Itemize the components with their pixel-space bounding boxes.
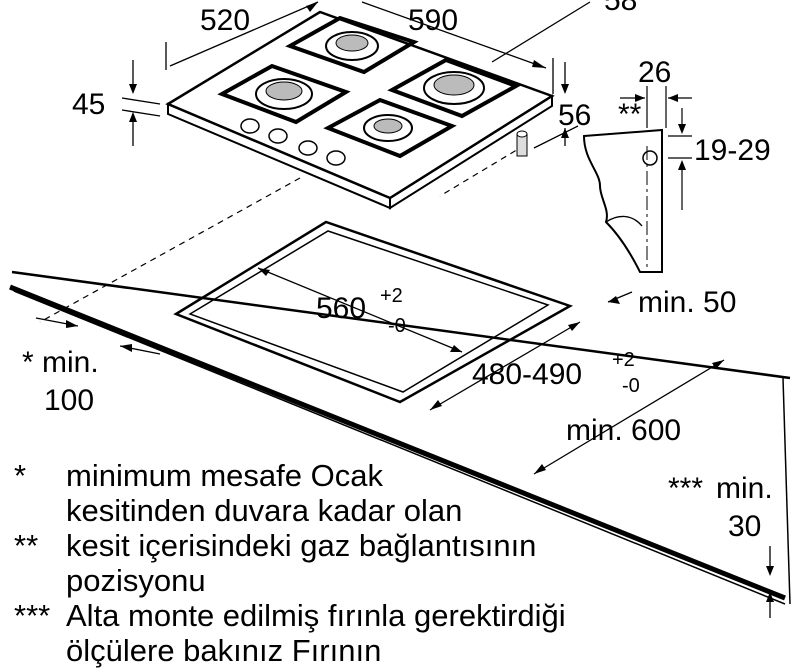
dim-width-520: 520 — [200, 4, 250, 37]
dim-cutout-depth-tol-minus: -0 — [622, 375, 640, 397]
dim-gas-mark: ** — [618, 98, 642, 131]
countertop — [9, 270, 791, 605]
dim-cutout-width-tol-minus: -0 — [388, 315, 406, 337]
dim-cutout-depth-tol-plus: +2 — [612, 349, 635, 371]
dim-height-45: 45 — [72, 88, 105, 121]
burner-rear-right — [423, 71, 485, 105]
footnote-mark: *** — [14, 598, 51, 633]
dimension-lines — [35, 1, 771, 618]
dim-oven-min-value: 30 — [728, 510, 761, 543]
dim-wall-min-mark: * — [22, 346, 34, 379]
footnote-line: kesitinden duvara kadar olan — [66, 493, 463, 528]
footnote-mark: * — [14, 458, 27, 493]
footnote-line: Alta monte edilmiş fırınla gerektirdiği — [66, 598, 566, 633]
gas-connector — [516, 130, 528, 157]
bracket-detail — [582, 86, 692, 273]
footnote-line: minimum mesafe Ocak — [66, 458, 383, 493]
hob — [165, 10, 555, 210]
dim-oven-min-mark: *** — [668, 472, 703, 505]
footnote-line: kesit içerisindeki gaz bağlantısının — [66, 528, 537, 563]
dim-min-50: min. 50 — [638, 286, 736, 319]
burner-front-right — [363, 114, 413, 142]
footnote-line: ölçülere bakınız Fırının — [66, 633, 382, 668]
control-knobs — [240, 118, 346, 166]
footnote-mark: ** — [14, 528, 39, 563]
footnotes: * minimum mesafe Ocak kesitinden duvara … — [14, 458, 674, 668]
dim-gas-range: 19-29 — [694, 134, 771, 167]
dim-oven-min-label: min. — [716, 472, 773, 505]
dim-wall-min-label: min. — [42, 346, 99, 379]
dim-bracket-56: 56 — [558, 99, 591, 132]
dim-wall-min-value: 100 — [44, 384, 94, 417]
dim-cutout-width: 560 — [316, 292, 366, 325]
dim-cutout-depth: 480-490 — [472, 358, 582, 391]
burner-front-left — [255, 78, 313, 110]
dim-bracket-26: 26 — [638, 56, 671, 89]
footnote-wall-distance: * minimum mesafe Ocak kesitinden duvara … — [14, 458, 674, 528]
dim-min-600: min. 600 — [566, 414, 681, 447]
bracket-arrowheads — [635, 94, 686, 170]
cutout — [39, 144, 574, 404]
footnote-line: pozisyonu — [66, 563, 206, 598]
dim-side-58: 58 — [604, 0, 637, 17]
burner-rear-left — [325, 31, 379, 61]
footnote-gas-connection: ** kesit içerisindeki gaz bağlantısının … — [14, 528, 674, 598]
footnote-oven: *** Alta monte edilmiş fırınla gerektird… — [14, 598, 674, 668]
dim-depth-590: 590 — [408, 4, 458, 37]
dim-cutout-width-tol-plus: +2 — [380, 285, 403, 307]
arrowheads — [66, 2, 774, 602]
